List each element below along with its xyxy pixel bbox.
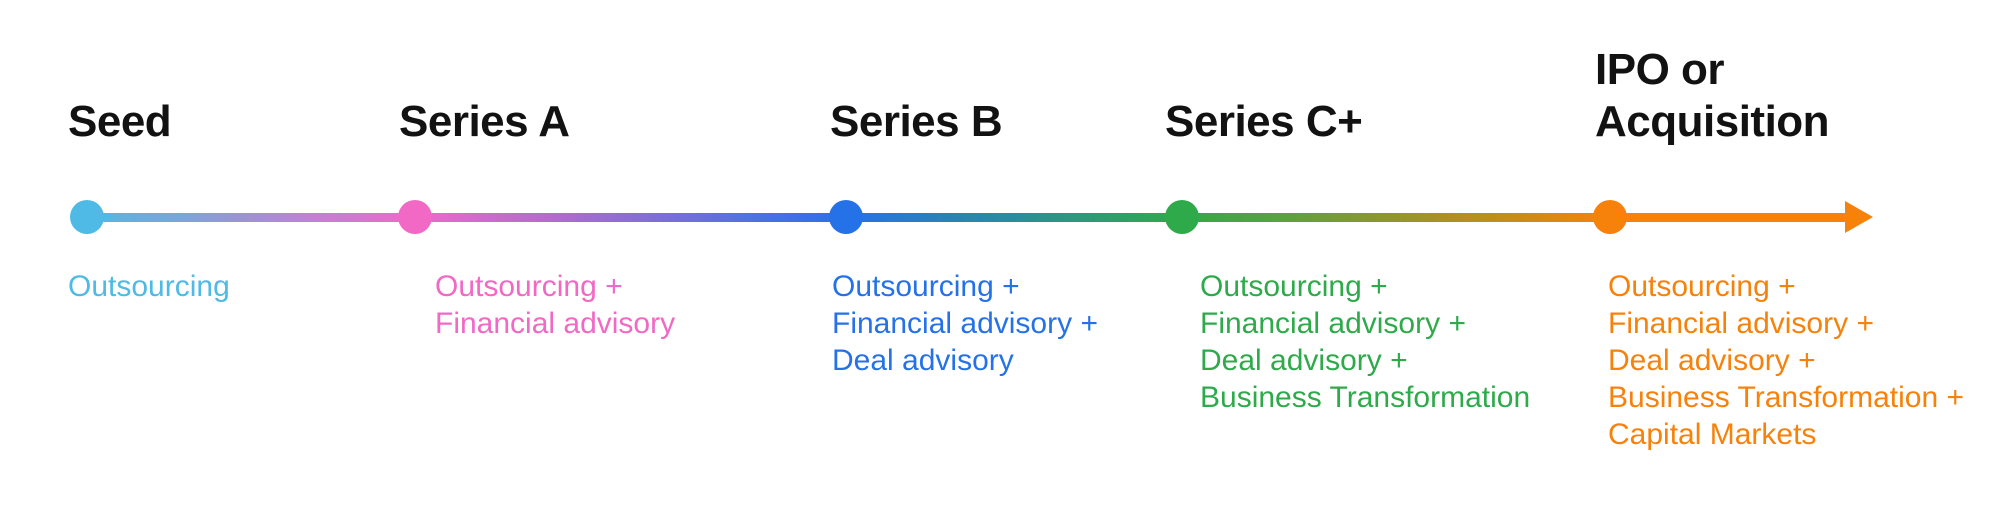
service-line: Deal advisory + xyxy=(1608,344,1816,377)
service-line: Financial advisory xyxy=(435,307,676,340)
timeline-dot-series-a xyxy=(398,200,432,234)
timeline-dot-seed xyxy=(70,200,104,234)
service-line: Business Transformation + xyxy=(1608,381,1965,414)
stage-title-series-a: Series A xyxy=(399,97,570,146)
service-line: Deal advisory xyxy=(832,344,1014,377)
services-list-ipo: Outsourcing + Financial advisory + Deal … xyxy=(1608,268,1964,453)
service-line: Outsourcing + xyxy=(832,270,1020,303)
timeline-dot-ipo xyxy=(1593,200,1627,234)
service-line: Outsourcing xyxy=(68,270,230,303)
services-list-series-a: Outsourcing + Financial advisory xyxy=(435,268,675,342)
stage-title-ipo-acquisition: IPO or Acquisition xyxy=(1595,45,1830,146)
service-line: Capital Markets xyxy=(1608,418,1817,451)
stage-title-seed: Seed xyxy=(68,97,172,146)
stage-title-series-c: Series C+ xyxy=(1165,97,1363,146)
service-line: Deal advisory + xyxy=(1200,344,1408,377)
service-line: Business Transformation xyxy=(1200,381,1531,414)
timeline-dot-series-c xyxy=(1165,200,1199,234)
stage-title-series-b: Series B xyxy=(830,97,1003,146)
timeline-gradient-line xyxy=(87,213,1848,222)
service-line: Outsourcing + xyxy=(1608,270,1796,303)
services-list-series-b: Outsourcing + Financial advisory + Deal … xyxy=(832,268,1098,379)
services-list-series-c: Outsourcing + Financial advisory + Deal … xyxy=(1200,268,1530,416)
timeline-dot-series-b xyxy=(829,200,863,234)
service-line: Financial advisory + xyxy=(1200,307,1466,340)
services-list-seed: Outsourcing xyxy=(68,268,230,305)
service-line: Financial advisory + xyxy=(832,307,1098,340)
service-line: Financial advisory + xyxy=(1608,307,1874,340)
service-line: Outsourcing + xyxy=(435,270,623,303)
service-line: Outsourcing + xyxy=(1200,270,1388,303)
arrow-right-icon xyxy=(1845,201,1873,233)
